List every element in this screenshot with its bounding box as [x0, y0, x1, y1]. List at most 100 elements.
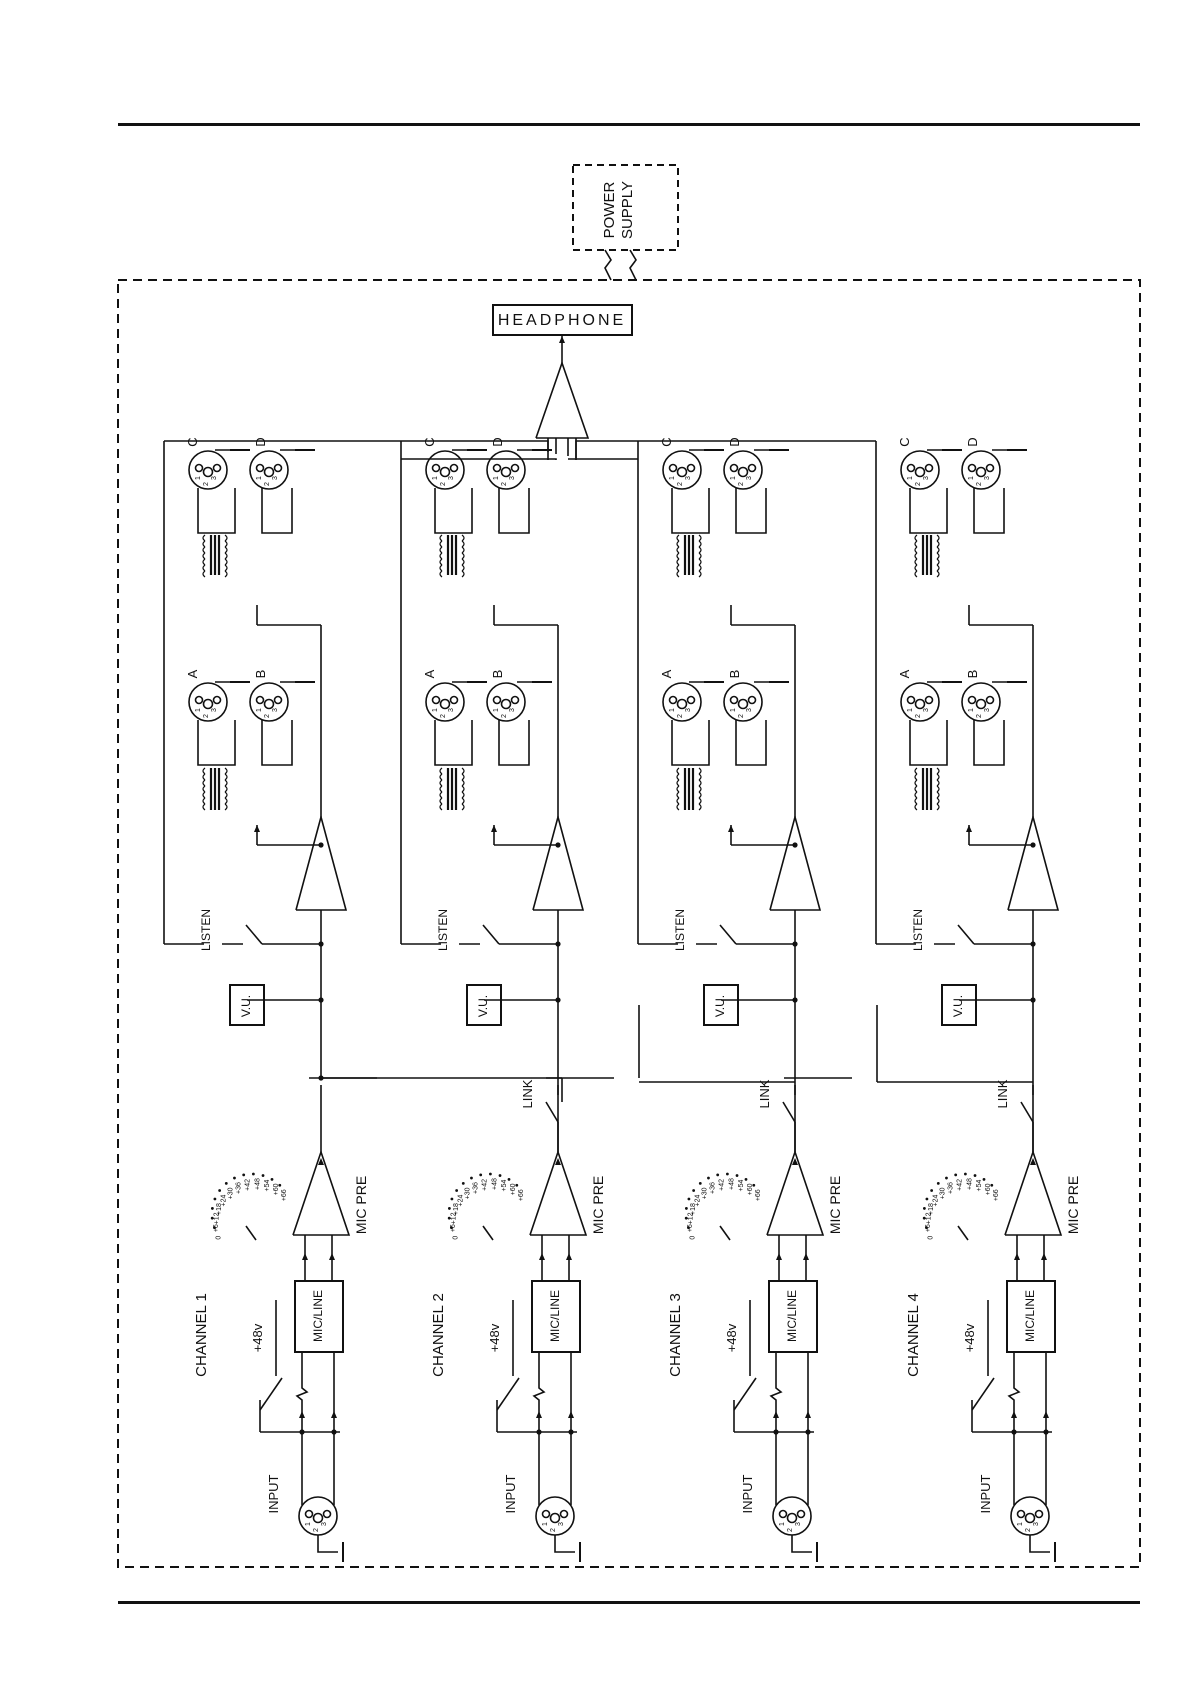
headphone-label: HEADPHONE [498, 312, 626, 329]
gain-step-dot [213, 1226, 216, 1230]
junction-dot [536, 1429, 542, 1435]
output-xlr-b: 123 [486, 682, 526, 722]
power-supply-box [572, 164, 679, 251]
gain-step-label: +30 [227, 1187, 234, 1199]
pin-number: 1 [195, 476, 202, 480]
gain-step-label: +42 [719, 1179, 726, 1191]
gain-step-label: +18 [928, 1203, 935, 1215]
xlr-pin [985, 463, 995, 473]
output-label-b: B [965, 670, 980, 679]
gain-step-dot [210, 1216, 214, 1220]
secondary-winding [698, 534, 702, 578]
pin-number: 1 [669, 476, 676, 480]
transformer [439, 534, 465, 578]
xlr-pin [737, 466, 749, 478]
gain-step-dot [945, 1176, 948, 1180]
xlr-body [723, 450, 763, 490]
output-xlr-c: 123 [188, 450, 228, 490]
xlr-pin [729, 695, 739, 705]
xlr-pin [975, 698, 987, 710]
primary-winding [914, 534, 918, 578]
xlr-pin [202, 698, 214, 710]
signal-arrow [318, 1158, 324, 1165]
xlr-pin [202, 466, 214, 478]
gain-step-label: +18 [216, 1203, 223, 1215]
mic-line-box [768, 1280, 818, 1353]
primary-winding [914, 767, 918, 811]
xlr-pin [431, 463, 441, 473]
listen-bus [575, 440, 876, 460]
xlr-pin [449, 695, 459, 705]
vu-box [466, 984, 502, 1026]
vu-label: V.U. [951, 995, 965, 1017]
pin-number: 2 [440, 482, 447, 486]
output-amplifier [1007, 813, 1060, 911]
gain-step-dot [963, 1172, 967, 1176]
power-supply-label: POWER [601, 182, 618, 239]
xlr-pin [212, 463, 222, 473]
signal-arrow [792, 1158, 798, 1165]
output-xlr-b: 123 [249, 682, 289, 722]
phantom-switch [733, 1377, 757, 1411]
pin-number: 1 [907, 476, 914, 480]
gain-step-label: +36 [947, 1182, 954, 1194]
xlr-pin [747, 695, 757, 705]
pin-number: 2 [264, 482, 271, 486]
gain-step-dot [479, 1173, 483, 1177]
gain-step-dot [752, 1183, 756, 1187]
signal-arrow [1030, 1158, 1036, 1165]
output-label-c: C [422, 437, 437, 446]
vu-box [941, 984, 977, 1026]
mic-line-label: MIC/LINE [785, 1290, 799, 1342]
wire [671, 488, 710, 534]
pin-number: 3 [509, 476, 516, 480]
pin-number: 3 [746, 708, 753, 712]
gain-step-label: +54 [501, 1180, 508, 1192]
gain-step-label: +48 [491, 1178, 498, 1190]
gain-step-dot [507, 1177, 511, 1181]
pin-number: 3 [448, 476, 455, 480]
wire [735, 720, 767, 766]
xlr-body [249, 682, 289, 722]
wire [498, 720, 530, 766]
output-xlr-b: 123 [961, 682, 1001, 722]
mic-line-label: MIC/LINE [548, 1290, 562, 1342]
primary-winding [439, 534, 443, 578]
gain-step-dot [450, 1197, 454, 1201]
transformer [439, 767, 465, 811]
xlr-pin [975, 466, 987, 478]
pin-number: 2 [976, 482, 983, 486]
secondary-winding [461, 534, 465, 578]
listen-switch [957, 924, 975, 945]
pin-number: 2 [915, 482, 922, 486]
xlr-body [425, 450, 465, 490]
pin-number: 2 [1025, 1528, 1032, 1532]
gain-step-label: +6 [925, 1224, 932, 1232]
output-label-d: D [253, 437, 268, 446]
primary-winding [439, 767, 443, 811]
xlr-pin [322, 1509, 332, 1519]
wire [909, 720, 948, 766]
output-label-c: C [659, 437, 674, 446]
gain-step-dot [936, 1181, 940, 1185]
input-label: INPUT [503, 1474, 518, 1513]
wire [261, 488, 293, 534]
phantom-label: +48v [962, 1323, 977, 1352]
wire [261, 720, 293, 766]
transformer [914, 534, 940, 578]
signal-arrow [536, 1411, 542, 1418]
vu-label: V.U. [713, 995, 727, 1017]
gain-step-label: +48 [728, 1178, 735, 1190]
input-label: INPUT [978, 1474, 993, 1513]
output-label-d: D [490, 437, 505, 446]
channel-label: CHANNEL 3 [667, 1293, 684, 1377]
gain-step-label: +54 [738, 1180, 745, 1192]
gain-step-dot [455, 1189, 459, 1192]
xlr-pin [906, 463, 916, 473]
gain-step-label: +60 [985, 1183, 992, 1195]
pin-number: 3 [923, 708, 930, 712]
pin-number: 3 [558, 1522, 565, 1526]
secondary-winding [224, 534, 228, 578]
listen-label: LISTEN [911, 909, 925, 951]
